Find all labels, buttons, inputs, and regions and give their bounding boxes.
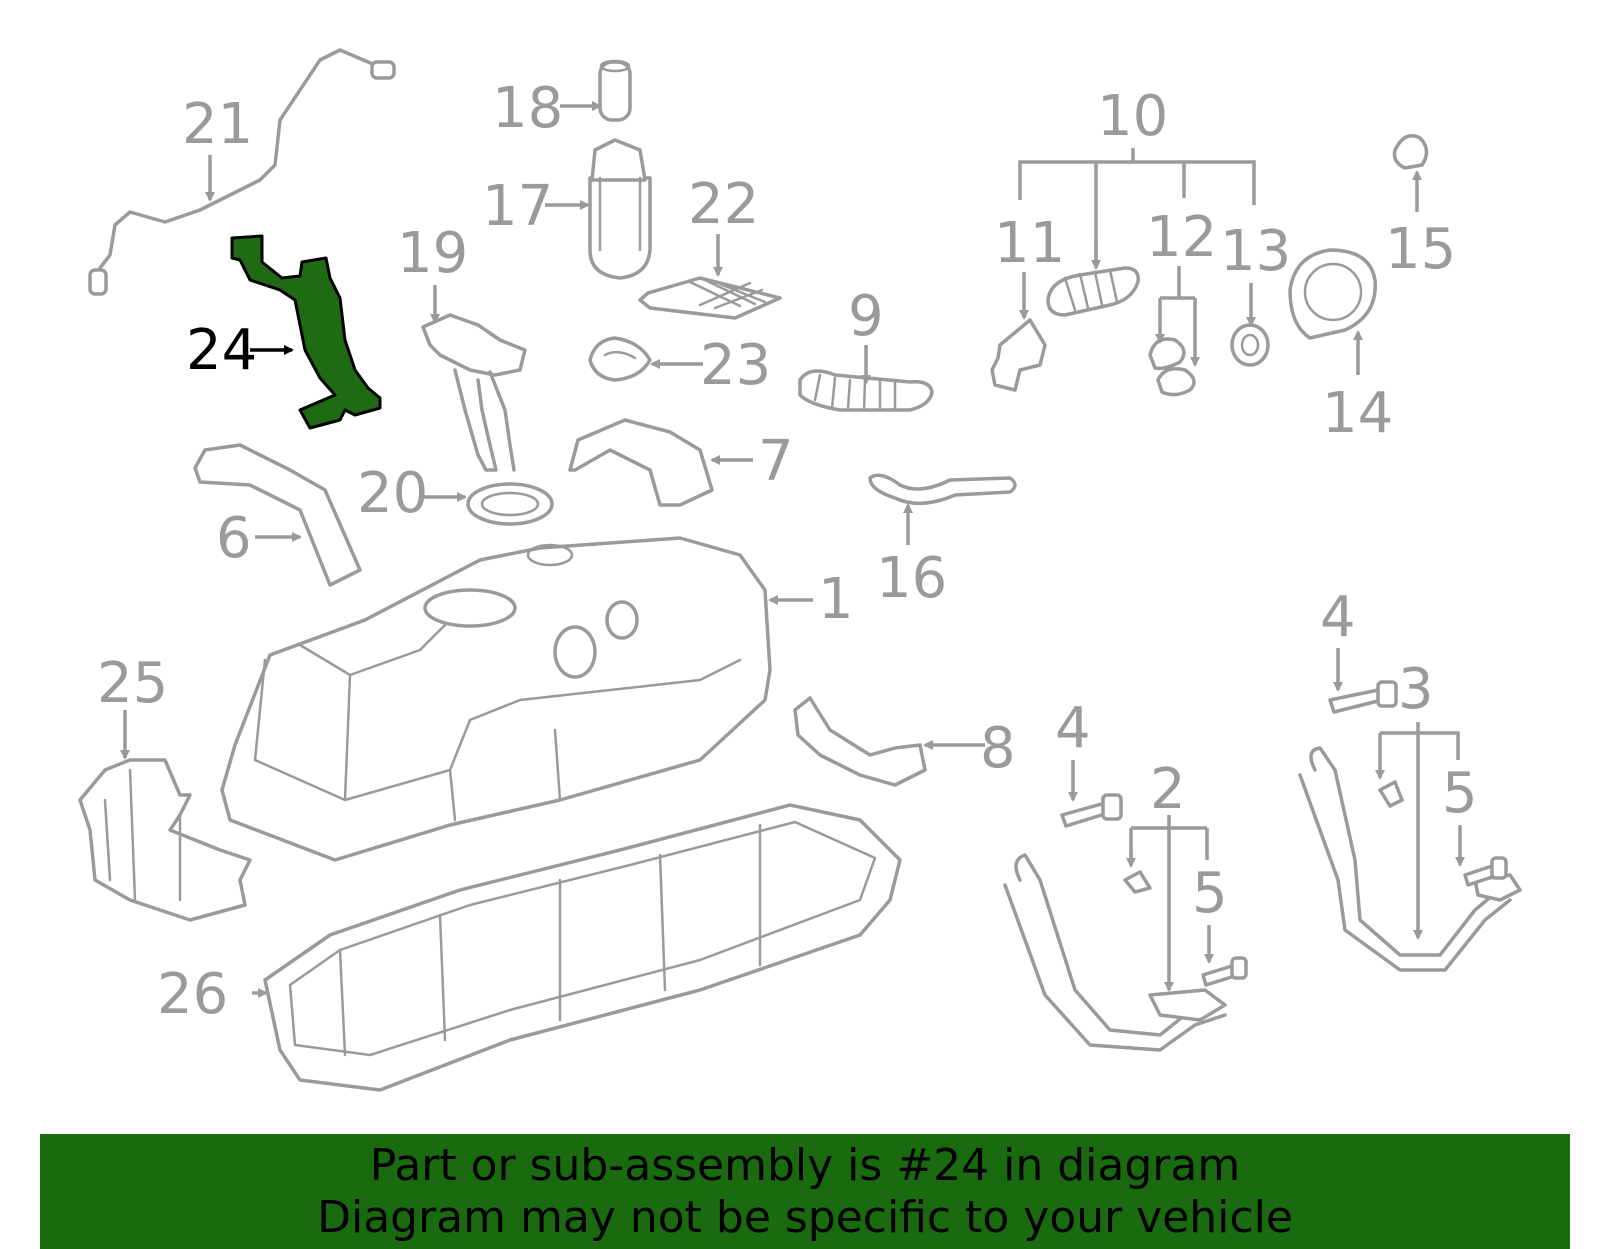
callout-3: 3	[1398, 657, 1434, 722]
callout-22: 22	[688, 172, 759, 237]
callout-4-lower: 4	[1055, 696, 1091, 761]
part-17-fuel-pump	[588, 138, 652, 280]
callout-18: 18	[492, 76, 563, 141]
part-19-sender-unit	[421, 313, 527, 472]
callout-1: 1	[818, 567, 854, 632]
callout-9: 9	[848, 284, 884, 349]
part-26-skid-plate	[263, 803, 902, 1092]
callout-12: 12	[1146, 205, 1217, 270]
leader-lines	[120, 101, 1465, 998]
callout-23: 23	[700, 333, 771, 398]
callout-21: 21	[182, 92, 253, 157]
part-15-cap	[1392, 134, 1429, 170]
part-25-protector	[78, 758, 252, 922]
callout-17: 17	[482, 174, 553, 239]
callout-14: 14	[1322, 381, 1393, 446]
callout-8: 8	[980, 716, 1016, 781]
part-18-strainer	[598, 59, 632, 122]
callout-25: 25	[97, 651, 168, 716]
callout-2: 2	[1150, 757, 1186, 822]
part-10-filler-pipe	[1046, 266, 1140, 317]
part-7-protector	[568, 418, 714, 507]
callout-13: 13	[1220, 219, 1291, 284]
part-4-bolt-lower	[1060, 793, 1123, 828]
callout-24: 24	[186, 318, 257, 383]
callout-19: 19	[397, 221, 468, 286]
part-9-hose	[798, 369, 934, 412]
callout-6: 6	[216, 506, 252, 571]
part-nut-2	[1123, 870, 1152, 894]
part-14-housing	[1288, 248, 1377, 340]
callout-20: 20	[357, 461, 428, 526]
banner-line-2: Diagram may not be specific to your vehi…	[317, 1191, 1293, 1243]
part-6-protector	[193, 443, 362, 587]
part-13-grommet	[1230, 323, 1270, 367]
part-8-protector	[793, 696, 927, 787]
part-12-clamp	[1148, 337, 1196, 397]
callout-5-left: 5	[1192, 861, 1228, 926]
part-1-fuel-tank	[220, 536, 772, 862]
callout-7: 7	[758, 429, 794, 494]
callout-15: 15	[1385, 217, 1456, 282]
part-2-strap	[1003, 853, 1227, 1052]
part-4-bolt-upper	[1328, 680, 1398, 714]
part-11-bracket	[990, 318, 1047, 392]
callout-26: 26	[157, 962, 228, 1027]
part-16-hose	[868, 473, 1017, 505]
part-5-bolt-left	[1201, 956, 1248, 987]
part-5-bolt-right	[1463, 856, 1508, 887]
callout-5-right: 5	[1442, 761, 1478, 826]
part-23-retainer	[588, 336, 652, 382]
part-24-highlighted	[230, 234, 382, 430]
part-22-filter	[638, 276, 782, 320]
callout-4-upper: 4	[1320, 585, 1356, 650]
callout-16: 16	[876, 546, 947, 611]
part-21-vapor-tube	[88, 48, 396, 296]
part-20-gasket	[466, 482, 554, 526]
info-banner: Part or sub-assembly is #24 in diagram D…	[40, 1134, 1570, 1249]
callout-11: 11	[994, 211, 1065, 276]
banner-line-1: Part or sub-assembly is #24 in diagram	[369, 1139, 1241, 1191]
part-nut-3	[1378, 780, 1404, 808]
callout-10: 10	[1097, 84, 1168, 149]
part-3-strap	[1298, 746, 1522, 972]
